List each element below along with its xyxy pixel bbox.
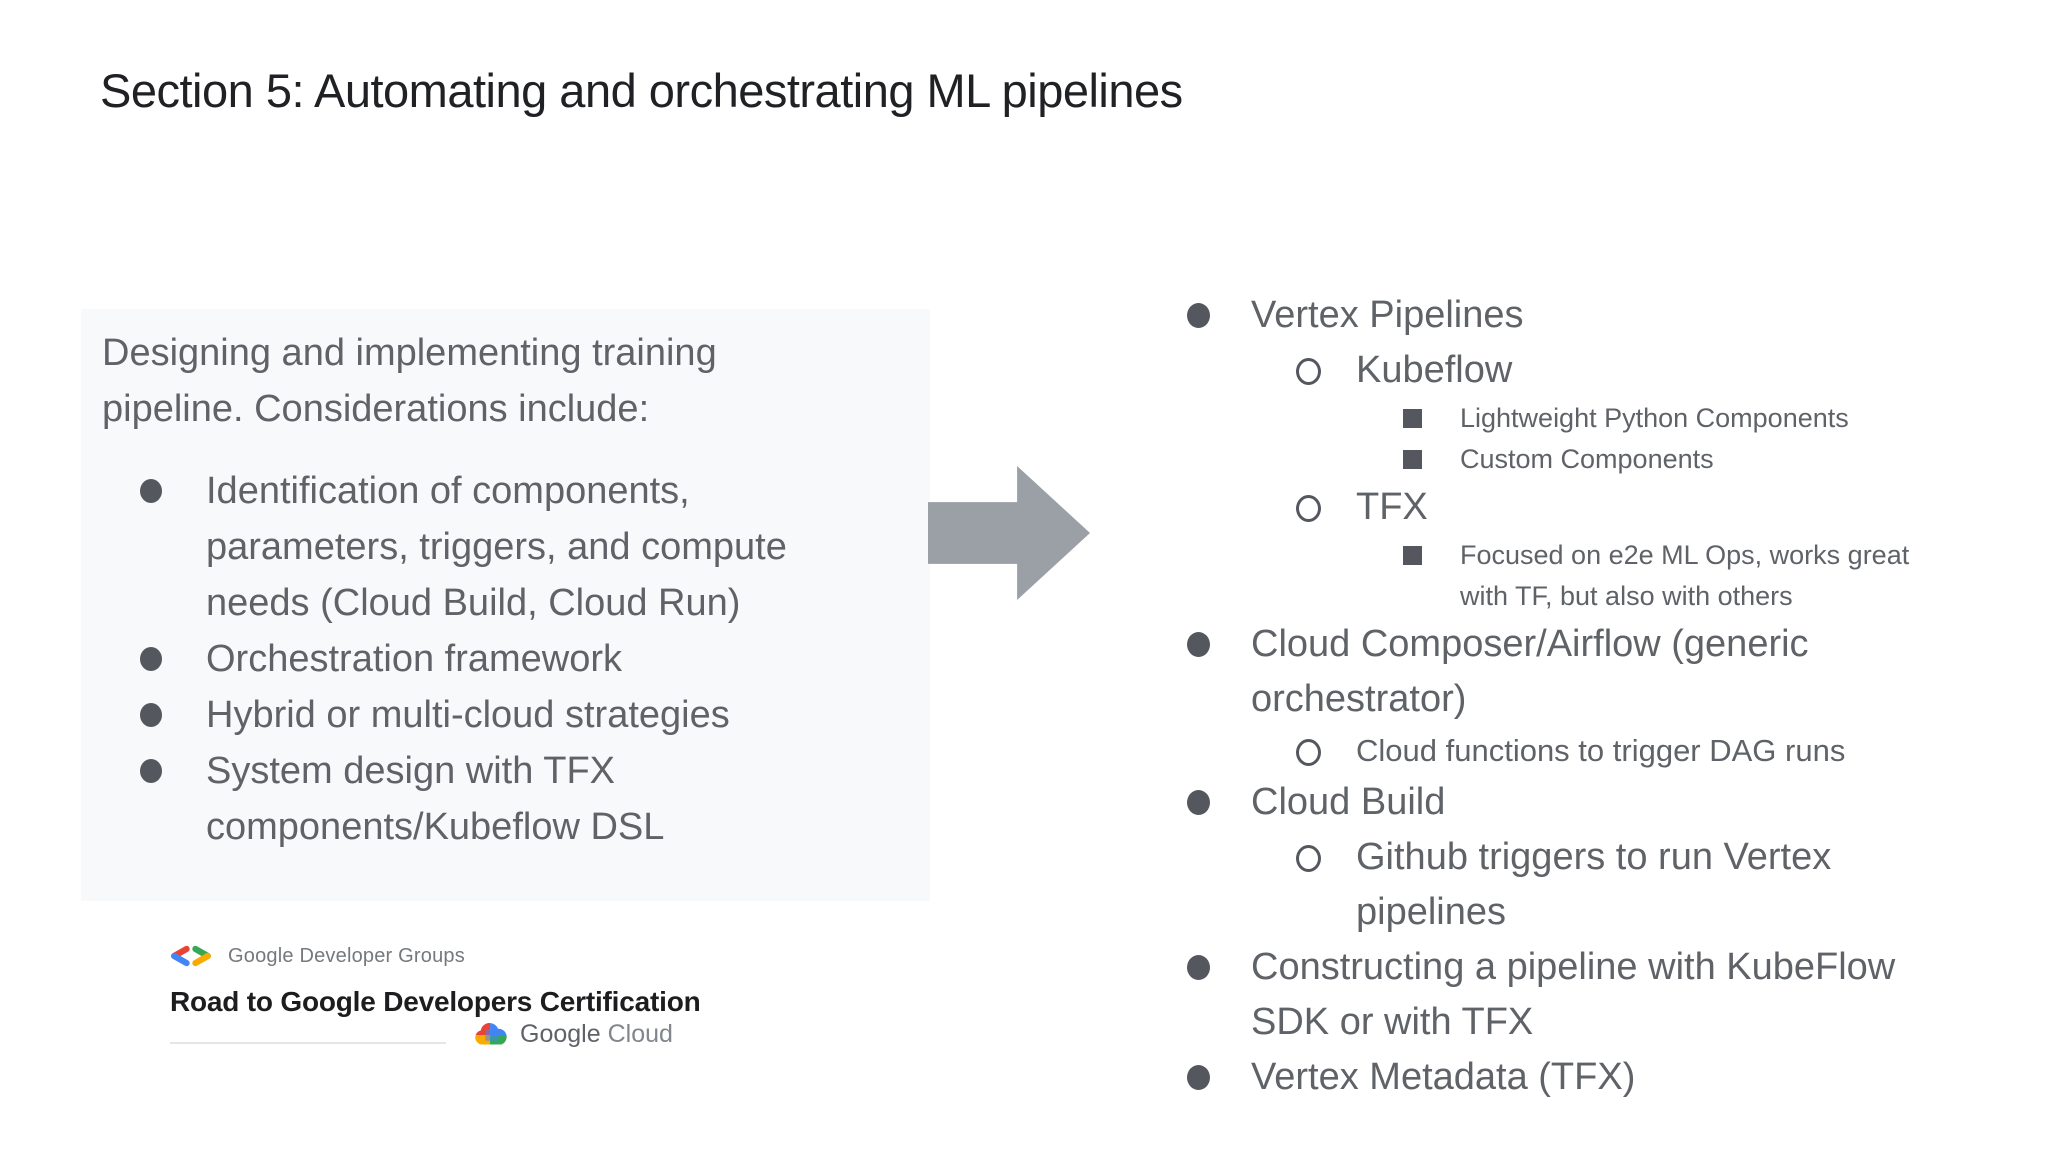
bullet-marker-icon	[1187, 303, 1210, 328]
list-item-label: Constructing a pipeline with KubeFlow SD…	[1251, 946, 1896, 1043]
list-item: Cloud Build	[1187, 775, 1947, 830]
list-item-label: Lightweight Python Components	[1460, 403, 1849, 433]
gdg-brackets-icon	[171, 945, 211, 967]
bullet-marker-icon	[1403, 409, 1422, 428]
list-item-label: TFX	[1356, 486, 1428, 528]
bullet-marker-icon	[1296, 358, 1321, 385]
list-item-label: Identification of components, parameters…	[206, 470, 787, 624]
list-item-label: Kubeflow	[1356, 349, 1513, 391]
list-item: Identification of components, parameters…	[102, 463, 930, 631]
bullet-marker-icon	[1296, 495, 1321, 522]
list-item-label: Cloud functions to trigger DAG runs	[1356, 733, 1846, 768]
bullet-marker-icon	[1296, 739, 1321, 766]
list-item: Custom Components	[1187, 439, 1947, 480]
bullet-marker-icon	[1187, 955, 1210, 980]
list-item: Vertex Metadata (TFX)	[1187, 1050, 1947, 1105]
bullet-marker-icon	[1296, 845, 1321, 872]
bullet-marker-icon	[1187, 632, 1210, 657]
right-arrow-icon	[928, 466, 1090, 600]
list-item-label: Focused on e2e ML Ops, works great with …	[1460, 540, 1910, 611]
list-item-label: System design with TFX components/Kubefl…	[206, 750, 665, 848]
bullet-marker-icon	[1187, 1065, 1210, 1090]
bullet-circle-icon	[140, 647, 162, 671]
list-item: Cloud Composer/Airflow (generic orchestr…	[1187, 617, 1947, 727]
bullet-marker-icon	[1403, 546, 1422, 565]
bullet-circle-icon	[140, 759, 162, 783]
list-item: Constructing a pipeline with KubeFlow SD…	[1187, 940, 1947, 1050]
list-item-label: Custom Components	[1460, 444, 1714, 474]
bullet-marker-icon	[1403, 450, 1422, 469]
google-cloud-icon	[475, 1022, 507, 1045]
list-item-label: Github triggers to run Vertex pipelines	[1356, 836, 1832, 933]
bullet-marker-icon	[1187, 790, 1210, 815]
list-item: Focused on e2e ML Ops, works great with …	[1187, 535, 1947, 617]
list-item-label: Hybrid or multi-cloud strategies	[206, 694, 730, 736]
list-item-label: Cloud Build	[1251, 781, 1446, 823]
list-item: System design with TFX components/Kubefl…	[102, 743, 930, 855]
google-word: Google	[520, 1020, 601, 1048]
slide-title: Section 5: Automating and orchestrating …	[100, 64, 1183, 117]
list-item: Vertex Pipelines	[1187, 288, 1947, 343]
list-item: Hybrid or multi-cloud strategies	[102, 687, 930, 743]
bullet-circle-icon	[140, 479, 162, 503]
considerations-list: Identification of components, parameters…	[102, 463, 930, 855]
list-item: Kubeflow	[1187, 343, 1947, 398]
considerations-panel: Designing and implementing training pipe…	[81, 309, 930, 901]
cloud-word: Cloud	[607, 1020, 673, 1048]
gdg-logo: Google Developer Groups	[168, 944, 465, 968]
list-item: Cloud functions to trigger DAG runs	[1187, 727, 1947, 775]
list-item-label: Vertex Pipelines	[1251, 294, 1524, 336]
bullet-circle-icon	[140, 703, 162, 727]
list-item-label: Vertex Metadata (TFX)	[1251, 1056, 1636, 1098]
considerations-intro: Designing and implementing training pipe…	[102, 332, 717, 430]
footer-divider	[170, 1042, 446, 1044]
certification-title: Road to Google Developers Certification	[170, 986, 701, 1017]
list-item: Orchestration framework	[102, 631, 930, 687]
tools-list: Vertex Pipelines Kubeflow Lightweight Py…	[1187, 288, 1947, 1105]
list-item-label: Orchestration framework	[206, 638, 623, 680]
list-item-label: Cloud Composer/Airflow (generic orchestr…	[1251, 623, 1809, 720]
list-item: TFX	[1187, 480, 1947, 535]
list-item: Lightweight Python Components	[1187, 398, 1947, 439]
gdg-logo-label: Google Developer Groups	[228, 944, 465, 967]
list-item: Github triggers to run Vertex pipelines	[1187, 830, 1947, 940]
